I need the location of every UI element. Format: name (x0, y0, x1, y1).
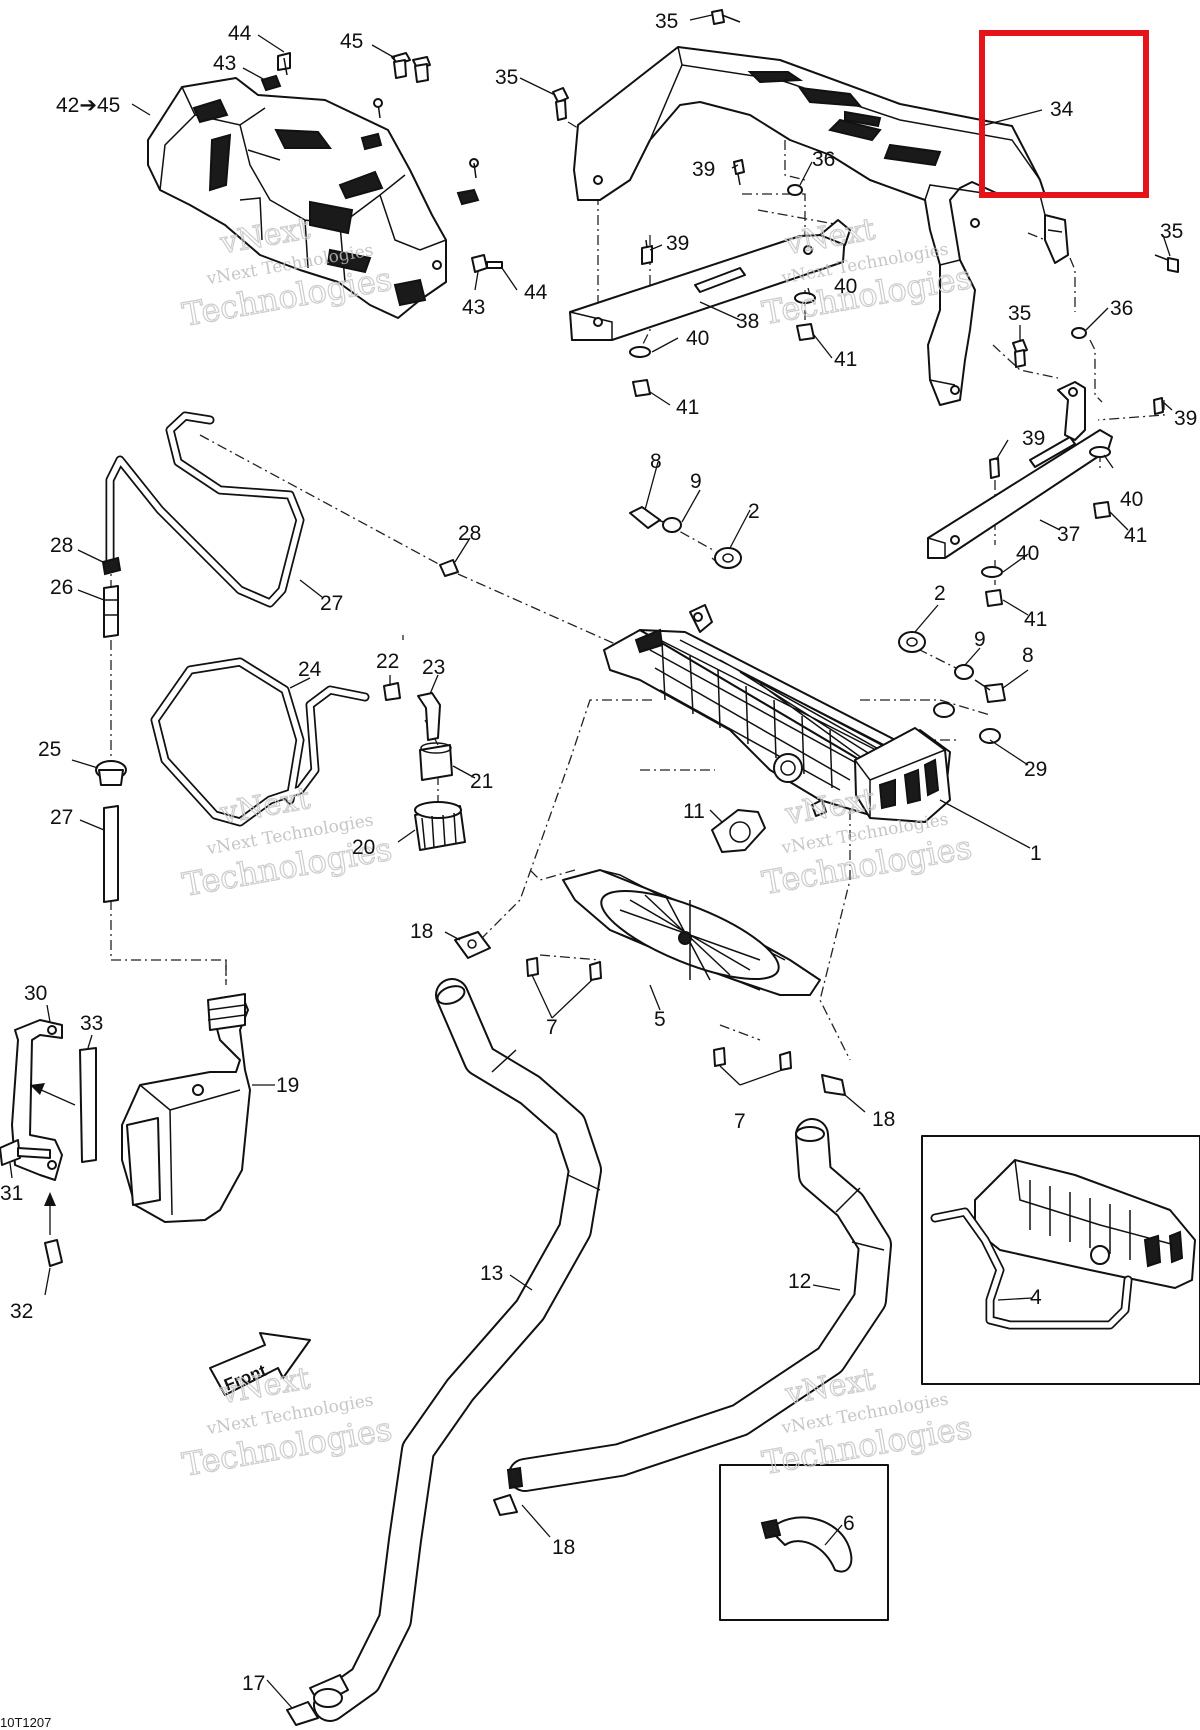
radiator (603, 604, 951, 823)
main-bracket (573, 46, 1069, 406)
fitting-21 (419, 742, 453, 781)
callout-2[interactable]: 2 (748, 500, 760, 523)
callout-36[interactable]: 36 (812, 148, 835, 171)
callout-25[interactable]: 25 (38, 738, 61, 761)
callout-43[interactable]: 43 (462, 296, 485, 319)
screw-31 (0, 1139, 51, 1166)
callout-5[interactable]: 5 (654, 1008, 666, 1031)
inset-clamp-box (719, 1464, 889, 1621)
callout-35[interactable]: 35 (1160, 220, 1183, 243)
radiator-cap (711, 809, 766, 853)
callout-39[interactable]: 39 (692, 158, 715, 181)
cap-20 (414, 801, 466, 851)
callout-44[interactable]: 44 (524, 281, 548, 304)
hose-12 (506, 1118, 892, 1492)
callout-29[interactable]: 29 (1024, 758, 1047, 781)
callout-28[interactable]: 28 (458, 522, 481, 545)
callout-23[interactable]: 23 (422, 656, 445, 679)
watermarks: vNext vNext Technologies Technologies vN… (179, 211, 975, 1485)
callout-40[interactable]: 40 (1120, 488, 1143, 511)
callout-40[interactable]: 40 (834, 275, 857, 298)
callout-4[interactable]: 4 (1030, 1286, 1042, 1309)
callout-39[interactable]: 39 (666, 232, 689, 255)
callout-39[interactable]: 39 (1174, 407, 1197, 430)
callout-41[interactable]: 41 (1024, 608, 1047, 631)
callout-33[interactable]: 33 (80, 1012, 103, 1035)
bracket-hardware (552, 9, 1179, 607)
grommet-25 (95, 760, 127, 786)
callout-38[interactable]: 38 (736, 310, 759, 333)
callout-2[interactable]: 2 (934, 582, 946, 605)
callout-34[interactable]: 34 (1050, 98, 1074, 121)
callout-9[interactable]: 9 (690, 470, 702, 493)
callout-39[interactable]: 39 (1022, 427, 1045, 450)
callout-30[interactable]: 30 (24, 982, 47, 1005)
callout-18[interactable]: 18 (410, 920, 433, 943)
hose-13 (313, 978, 602, 1722)
callout-27[interactable]: 27 (50, 806, 73, 829)
cover-fasteners (260, 52, 503, 273)
fan-screws (526, 957, 792, 1071)
tube-27-lower (103, 805, 119, 903)
callout-32[interactable]: 32 (10, 1300, 33, 1323)
direction-arrows (29, 1083, 76, 1235)
callout-21[interactable]: 21 (470, 770, 493, 793)
callout-6[interactable]: 6 (843, 1512, 855, 1535)
callout-41[interactable]: 41 (834, 348, 857, 371)
callout-36[interactable]: 36 (1110, 297, 1133, 320)
callout-12[interactable]: 12 (788, 1270, 811, 1293)
callout-41[interactable]: 41 (676, 396, 699, 419)
bracket-37 (927, 381, 1113, 559)
callout-35[interactable]: 35 (495, 66, 518, 89)
callout-35[interactable]: 35 (655, 10, 678, 33)
callout-13[interactable]: 13 (480, 1262, 503, 1285)
callout-20[interactable]: 20 (352, 836, 375, 859)
callout-9[interactable]: 9 (974, 628, 986, 651)
callout-42-45[interactable]: 42➔45 (56, 94, 120, 117)
reservoir-bracket-30 (11, 1019, 63, 1181)
callout-28[interactable]: 28 (50, 534, 73, 557)
callout-11[interactable]: 11 (683, 800, 705, 823)
callout-numbers: 44 43 42➔45 45 43 44 35 35 34 39 36 39 4… (0, 10, 1197, 1695)
callout-7[interactable]: 7 (546, 1016, 558, 1039)
callout-22[interactable]: 22 (376, 650, 399, 673)
document-code: 10T1207 (0, 1715, 51, 1730)
nut-32 (44, 1239, 63, 1267)
callout-8[interactable]: 8 (650, 450, 662, 473)
callout-18[interactable]: 18 (872, 1108, 895, 1131)
radiator-mounts (629, 506, 1006, 744)
callout-37[interactable]: 37 (1057, 523, 1080, 546)
callout-35[interactable]: 35 (1008, 302, 1031, 325)
callout-24[interactable]: 24 (298, 658, 322, 681)
tube-connectors (101, 556, 459, 741)
coolant-reservoir (121, 993, 251, 1223)
reservoir-strap-33 (79, 1047, 97, 1163)
callout-31[interactable]: 31 (0, 1182, 23, 1205)
callout-18[interactable]: 18 (552, 1536, 575, 1559)
hose-clamps (286, 931, 846, 1726)
callout-8[interactable]: 8 (1022, 644, 1034, 667)
callout-27[interactable]: 27 (320, 592, 343, 615)
inset-radiator-box (921, 1135, 1200, 1385)
leader-lines (9, 14, 1173, 1709)
callout-26[interactable]: 26 (50, 576, 73, 599)
coolant-tube-27 (105, 411, 305, 608)
highlight-box (979, 30, 1149, 198)
callout-44[interactable]: 44 (228, 22, 252, 45)
callout-1[interactable]: 1 (1030, 842, 1042, 865)
callout-7[interactable]: 7 (734, 1110, 746, 1133)
callout-19[interactable]: 19 (276, 1074, 299, 1097)
callout-17[interactable]: 17 (242, 1672, 265, 1695)
callout-43[interactable]: 43 (213, 52, 236, 75)
callout-40[interactable]: 40 (1016, 542, 1039, 565)
bracket-38 (569, 219, 851, 341)
callout-41[interactable]: 41 (1124, 524, 1147, 547)
fan-assembly (562, 869, 821, 996)
coolant-tube-24 (150, 657, 370, 827)
callout-45[interactable]: 45 (340, 30, 363, 53)
callout-40[interactable]: 40 (686, 327, 709, 350)
